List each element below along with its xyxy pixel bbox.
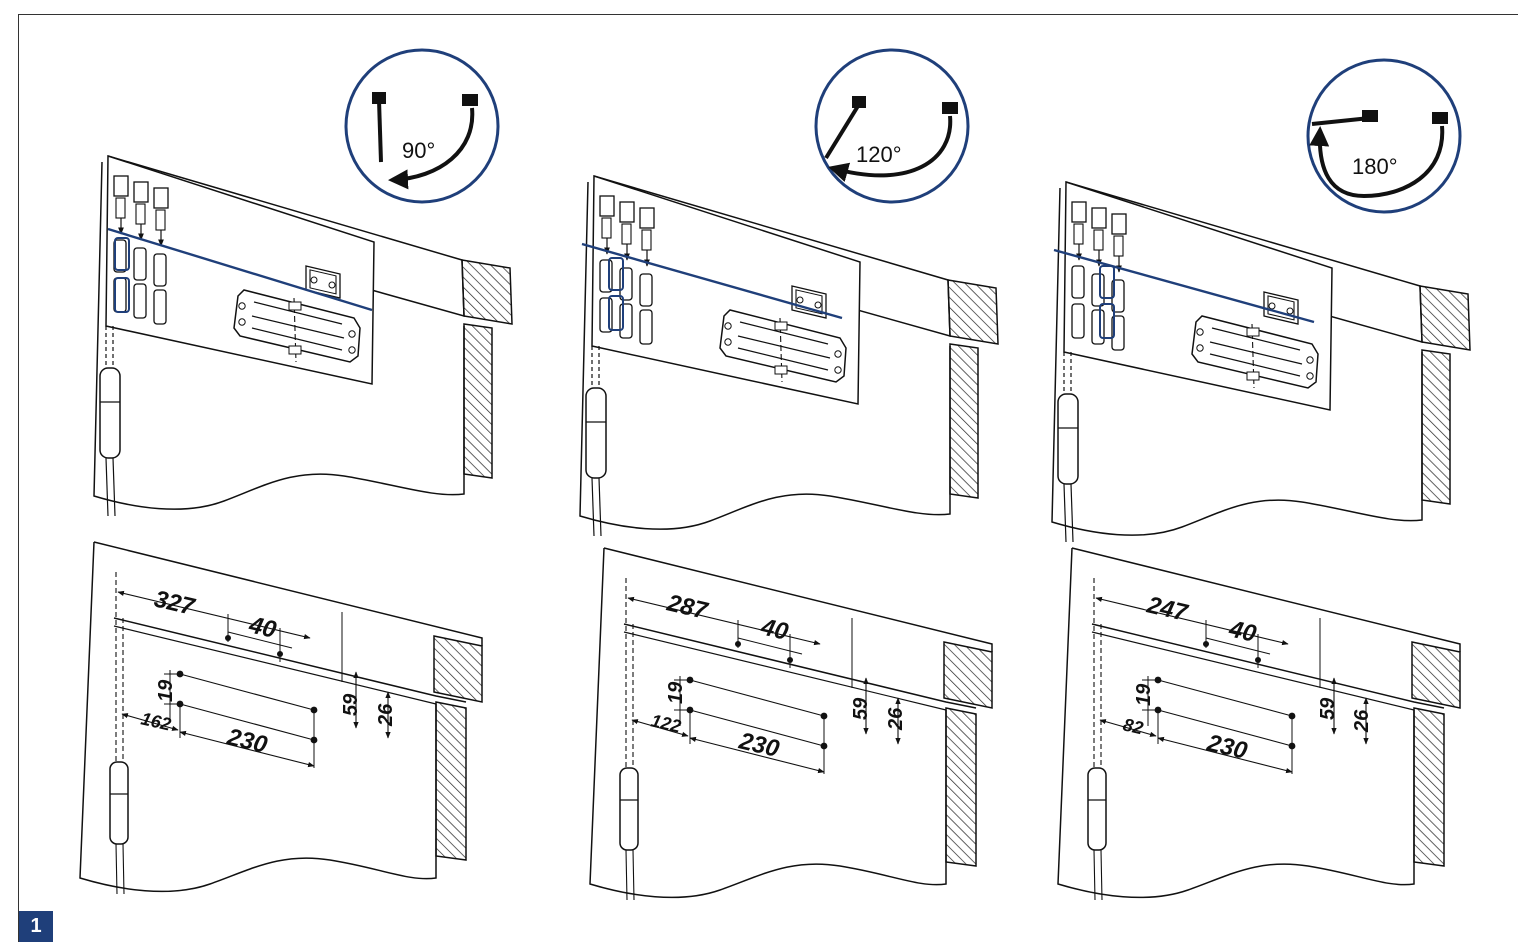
dim-40-b: 40 — [758, 613, 792, 646]
dim-59-c: 59 — [1317, 697, 1339, 720]
angle-label-90: 90° — [402, 138, 435, 163]
dim-59-b: 59 — [850, 697, 872, 720]
dim-230-c: 230 — [1204, 729, 1251, 765]
dim-40-c: 40 — [1226, 615, 1260, 648]
dim-230: 230 — [224, 723, 271, 759]
dim-26-b: 26 — [885, 707, 907, 731]
dim-26-c: 26 — [1351, 709, 1373, 733]
dim-247: 247 — [1144, 591, 1192, 627]
dim-122: 122 — [649, 710, 683, 736]
dim-19-c: 19 — [1133, 683, 1155, 706]
dim-40: 40 — [246, 611, 280, 644]
panel-180: 180° 247 40 82 230 19 59 26 — [1052, 58, 1470, 900]
figure-frame — [18, 14, 1518, 942]
angle-label-180: 180° — [1352, 154, 1398, 179]
dim-26: 26 — [375, 703, 397, 727]
dim-162: 162 — [139, 708, 173, 734]
panel-120: 120° 287 40 122 230 19 59 26 — [580, 48, 998, 900]
dim-82: 82 — [1121, 714, 1145, 738]
panel-90: 90° 327 40 162 230 19 59 26 — [80, 48, 512, 894]
dim-287: 287 — [664, 589, 712, 625]
dim-327: 327 — [152, 586, 199, 622]
figure-number-badge: 1 — [19, 911, 53, 942]
dim-19: 19 — [155, 679, 177, 702]
dim-19-b: 19 — [665, 681, 687, 704]
angle-label-120: 120° — [856, 142, 902, 167]
dim-59: 59 — [340, 693, 362, 716]
